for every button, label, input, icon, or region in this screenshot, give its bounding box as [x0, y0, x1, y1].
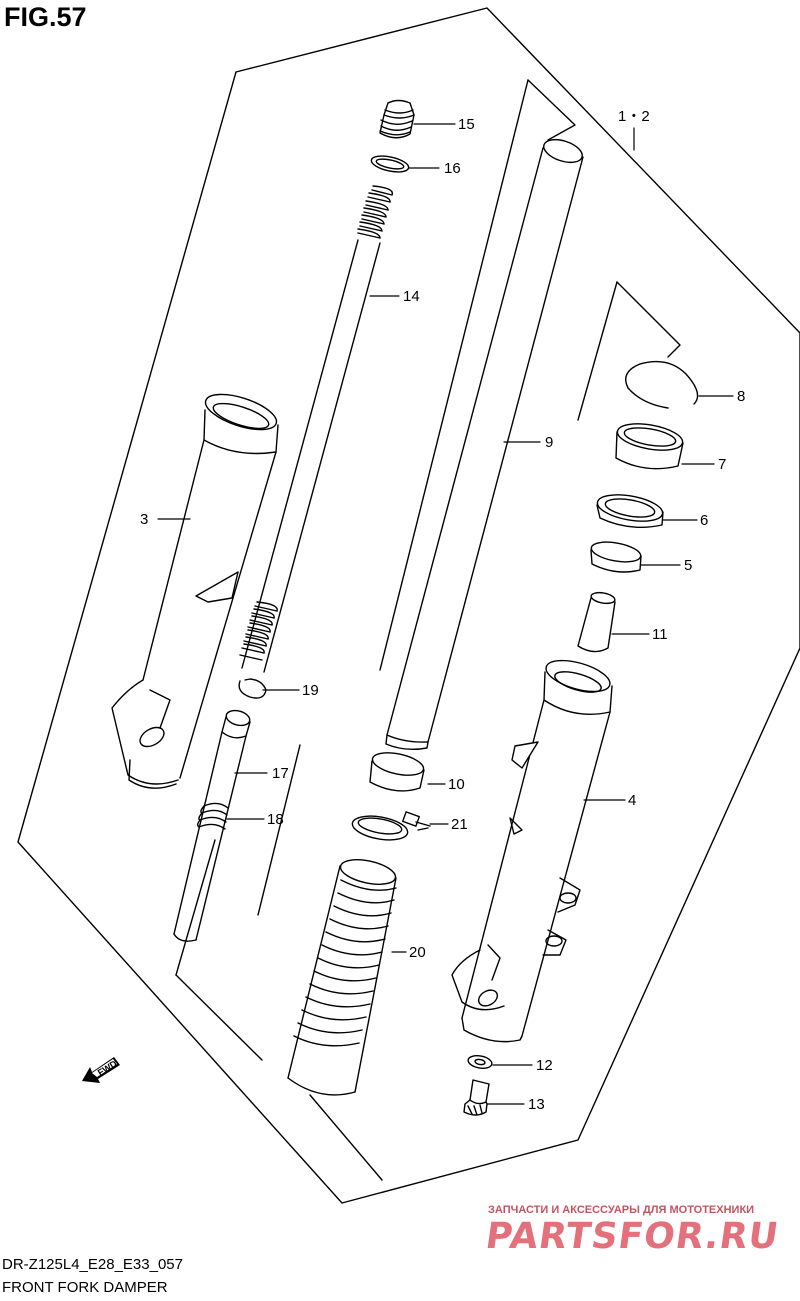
- callout-9: 9: [545, 434, 554, 451]
- callout-3: 3: [140, 511, 149, 528]
- watermark-tagline: ЗАПЧАСТИ И АКСЕССУАРЫ ДЛЯ МОТОТЕХНИКИ: [488, 1204, 755, 1216]
- callout-17: 17: [272, 765, 289, 782]
- right-frame-left: [577, 281, 618, 421]
- outer-tube-left: [111, 393, 279, 789]
- stopper-ring: [625, 360, 699, 409]
- cap-bolt: [379, 99, 415, 139]
- callout-13: 13: [528, 1096, 545, 1113]
- leader-lines: [157, 123, 734, 1105]
- callout-18: 18: [267, 811, 284, 828]
- inner-tube: [385, 138, 584, 751]
- callout-21: 21: [451, 816, 468, 833]
- callout-6: 6: [700, 512, 709, 529]
- fork-boot: [287, 859, 397, 1096]
- callout-14: 14: [403, 288, 420, 305]
- guide-bushing: [590, 541, 642, 573]
- callout-15: 15: [458, 116, 475, 133]
- callout-1-2: 1・2: [618, 108, 650, 125]
- gasket: [467, 1055, 493, 1069]
- center-frame-leftlow: [257, 744, 301, 916]
- snap-ring: [238, 678, 267, 699]
- diagram-caption: FRONT FORK DAMPER: [2, 1279, 168, 1296]
- figure-title: FIG.57: [4, 2, 87, 32]
- center-frame-bottom: [309, 1094, 383, 1181]
- callout-10: 10: [448, 776, 465, 793]
- assembly-outline: [17, 7, 800, 1204]
- center-frame-left: [379, 79, 529, 671]
- rod-group-frame-2: [175, 839, 216, 976]
- callout-5: 5: [684, 557, 693, 574]
- forward-arrow-icon: FWD: [80, 1055, 122, 1083]
- rebound-spring: [197, 802, 229, 830]
- o-ring: [370, 155, 410, 173]
- boot-clamp: [351, 811, 431, 841]
- callout-8: 8: [737, 388, 746, 405]
- callout-11: 11: [652, 626, 668, 643]
- oil-lock-piece: [577, 591, 616, 653]
- damper-rod: [173, 709, 251, 942]
- diagram-code: DR-Z125L4_E28_E33_057: [2, 1256, 183, 1273]
- oil-seal: [596, 494, 664, 529]
- watermark-logo: PARTSFOR.RU: [483, 1216, 782, 1257]
- callout-4: 4: [628, 792, 637, 809]
- callout-16: 16: [444, 160, 461, 177]
- outer-tube-right: [451, 659, 613, 1043]
- right-frame: [616, 281, 681, 358]
- rod-group-frame: [175, 974, 263, 1061]
- callout-20: 20: [409, 944, 426, 961]
- slide-bushing: [369, 752, 425, 792]
- callout-12: 12: [536, 1057, 553, 1074]
- callout-19: 19: [302, 682, 319, 699]
- dust-seal: [615, 423, 684, 470]
- bottom-bolt: [463, 1079, 490, 1116]
- callout-7: 7: [718, 456, 727, 473]
- fork-spring: [239, 185, 394, 673]
- center-frame: [527, 79, 576, 141]
